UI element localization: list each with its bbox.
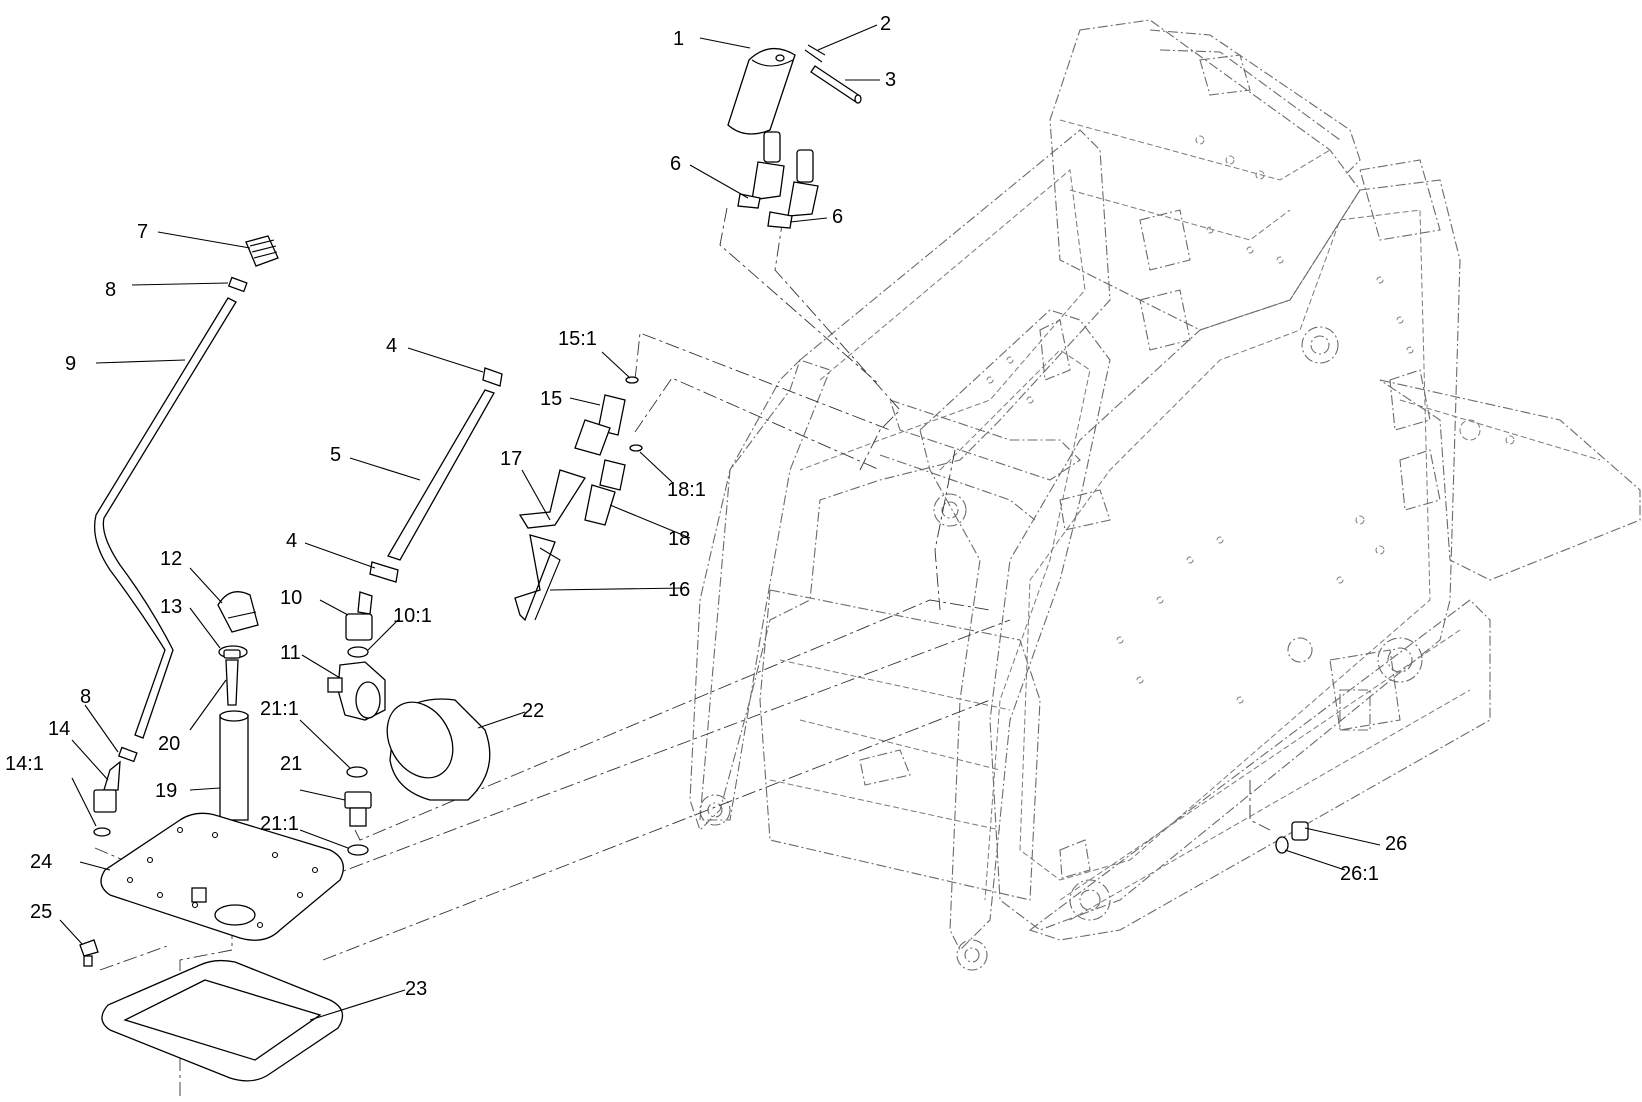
callout-6-left: 6 [670, 153, 681, 175]
callout-12: 12 [160, 548, 182, 570]
callout-18: 18 [668, 528, 690, 550]
part-5-hose [387, 389, 495, 561]
part-24-cover-plate [100, 812, 344, 941]
callout-15-1: 15:1 [558, 328, 597, 350]
part-1-handle-sleeve [727, 48, 796, 135]
callout-21: 21 [280, 753, 302, 775]
part-2-hair-pin [804, 44, 826, 63]
callout-16: 16 [668, 579, 690, 601]
part-21-1-o-ring-top [346, 766, 368, 778]
part-14-1-o-ring [93, 827, 111, 837]
part-26-1-washer [1275, 836, 1289, 854]
machine-frame [689, 19, 1641, 971]
leader-lines [59, 24, 1381, 1021]
callout-6-right: 6 [832, 206, 843, 228]
part-4-hose-clamp-bottom [369, 561, 399, 583]
part-4-hose-clamp-top [482, 367, 503, 387]
callout-11: 11 [280, 642, 301, 664]
callout-20: 20 [158, 733, 180, 755]
callout-8-bottom: 8 [80, 686, 91, 708]
callout-4-bottom: 4 [286, 530, 297, 552]
callout-3: 3 [885, 69, 896, 91]
part-19-fill-tube [219, 710, 249, 821]
part-15-quick-coupler [574, 394, 626, 456]
part-12-fill-cap [217, 591, 259, 633]
part-14-elbow-fitting [93, 760, 121, 813]
callout-25: 25 [30, 901, 52, 923]
assembly-centerlines [94, 207, 1271, 1100]
part-25-screw [79, 939, 99, 967]
part-21-fitting [344, 791, 372, 827]
callout-9: 9 [65, 353, 76, 375]
part-10-fitting [345, 591, 373, 641]
callout-2: 2 [880, 13, 891, 35]
callout-8-top: 8 [105, 279, 116, 301]
callout-18-1: 18:1 [667, 479, 706, 501]
callout-5: 5 [330, 444, 341, 466]
callout-14-1: 14:1 [5, 753, 44, 775]
callout-21-1-bottom: 21:1 [260, 813, 299, 835]
part-3-clevis-pin [810, 65, 862, 104]
part-21-1-o-ring-bottom [347, 844, 369, 856]
part-8-hose-clamp-top [227, 276, 248, 293]
part-11-filter-head [327, 661, 386, 721]
callout-26: 26 [1385, 833, 1407, 855]
callout-19: 19 [155, 780, 177, 802]
part-20-strainer [223, 649, 241, 706]
callout-13: 13 [160, 596, 182, 618]
callout-7: 7 [137, 221, 148, 243]
callout-17: 17 [500, 448, 522, 470]
part-18-quick-coupler [584, 459, 626, 526]
part-23-gasket [101, 959, 344, 1082]
part-26-plug [1291, 821, 1309, 841]
callout-14: 14 [48, 718, 70, 740]
part-6-couplers-top [737, 131, 819, 229]
callout-4-top: 4 [386, 335, 397, 357]
part-17-bracket [518, 469, 587, 529]
callout-10: 10 [280, 587, 302, 609]
callout-22: 22 [522, 700, 544, 722]
callout-15: 15 [540, 388, 562, 410]
part-18-1-o-ring [629, 444, 643, 452]
part-10-1-o-ring [347, 646, 369, 658]
callout-1: 1 [673, 28, 684, 50]
callout-23: 23 [405, 978, 427, 1000]
part-22-filter [386, 698, 491, 801]
part-15-1-o-ring [625, 376, 639, 384]
callout-21-1-top: 21:1 [260, 698, 299, 720]
part-7-breather-cap [245, 235, 279, 267]
callout-26-1: 26:1 [1340, 863, 1379, 885]
part-16-bracket [514, 534, 561, 622]
callout-labels: 1 2 3 4 4 5 6 6 7 8 8 9 10 10:1 11 12 13… [5, 13, 1407, 1000]
callout-10-1: 10:1 [393, 605, 432, 627]
callout-24: 24 [30, 851, 52, 873]
part-9-hose [93, 297, 237, 739]
part-8-hose-clamp-bottom [117, 746, 138, 763]
